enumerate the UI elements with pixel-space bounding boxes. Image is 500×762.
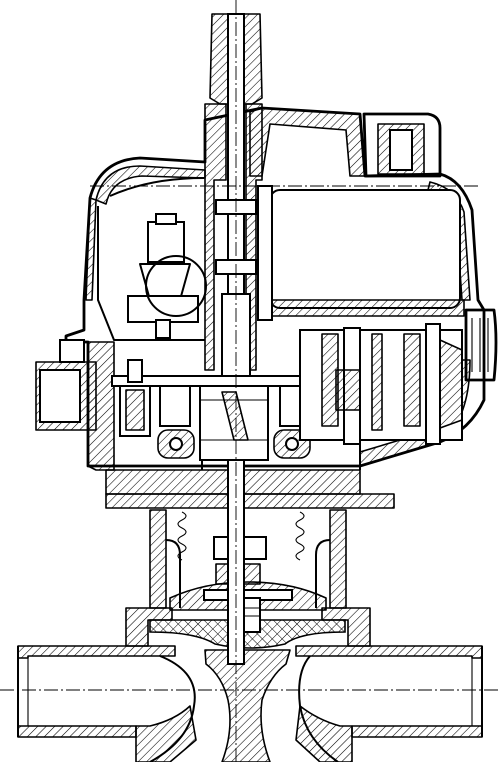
- switch-screw: [155, 319, 171, 339]
- right-pipe-wall-top: [295, 645, 483, 659]
- weir-seat: [204, 649, 291, 762]
- left-pipe-wall-top: [17, 645, 176, 659]
- cable-entry-left: [35, 339, 97, 431]
- left-gear-2: [159, 385, 191, 427]
- motor: [257, 185, 465, 321]
- gear-shaft-4: [403, 333, 421, 427]
- right-pipe-wall-bottom: [351, 725, 483, 738]
- bonnet-wall-right: [329, 509, 347, 609]
- housing-left-wall: [85, 197, 97, 301]
- motor-bracket: [257, 185, 273, 321]
- end-gear: [439, 339, 463, 429]
- cable-entry-right: [464, 308, 498, 382]
- spindle-assembly: [111, 13, 311, 665]
- bellows-right: [295, 511, 305, 561]
- bonnet-top-flange: [105, 493, 395, 509]
- bellows-left: [177, 511, 187, 561]
- gear-wheel: [335, 369, 361, 411]
- motor-mount-plate: [263, 299, 465, 317]
- bolt-left: [127, 359, 143, 383]
- bearing-ball-right: [285, 437, 299, 451]
- bearing-ball-left: [169, 437, 183, 451]
- left-pipe-wall-bottom: [17, 725, 137, 738]
- limit-switch-assembly: [127, 213, 207, 383]
- limit-switch-cap: [155, 213, 177, 225]
- indicator-cap: [362, 112, 442, 178]
- indicator-window: [389, 129, 413, 171]
- body-lower-right: [295, 705, 353, 762]
- left-gear: [125, 389, 145, 431]
- top-cover: [249, 107, 366, 177]
- diaphragm: [149, 619, 346, 649]
- housing-top-wall: [95, 165, 206, 205]
- gearbox: [299, 323, 463, 445]
- switch-bracket: [127, 295, 199, 323]
- valve-body: [17, 581, 483, 762]
- motor-body: [269, 189, 461, 309]
- cable-gland-bore: [39, 369, 81, 423]
- guide-tube-left: [204, 103, 227, 371]
- gear-shaft-5: [425, 323, 441, 445]
- body-lower-left: [135, 705, 197, 762]
- bonnet-wall-left: [149, 509, 167, 609]
- gear-shaft-3: [371, 333, 383, 431]
- cable-gland-cap: [59, 339, 85, 363]
